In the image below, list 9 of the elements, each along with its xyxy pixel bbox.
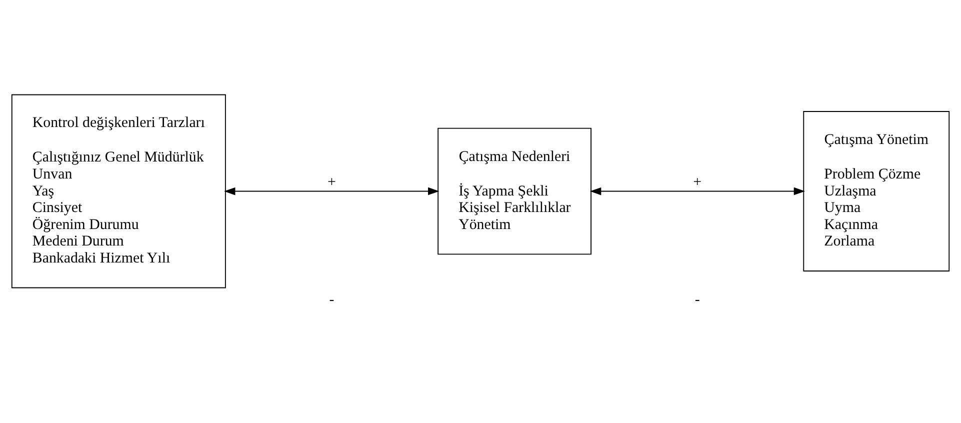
arrow	[590, 186, 806, 195]
arrow	[224, 186, 440, 195]
node-box: Çatışma Nedenleri İş Yapma Şekli Kişisel Farklılıklar Yönetim	[438, 127, 592, 254]
label: -	[329, 291, 334, 308]
edge-label: +	[328, 174, 336, 190]
label: -	[694, 291, 700, 308]
node-box: Çatışma Yönetim Problem Çözme Uzlaşma Uyma Kaçınma Zorlama	[803, 110, 950, 271]
node-box: Kontrol değişkenleri Tarzları Çalıştığınız Genel Müdürlük Unvan Yaş Cinsiyet Öğrenim Durumu Medeni Durum Bankadaki Hizmet Yılı	[11, 94, 226, 288]
edge-label: +	[693, 174, 702, 190]
